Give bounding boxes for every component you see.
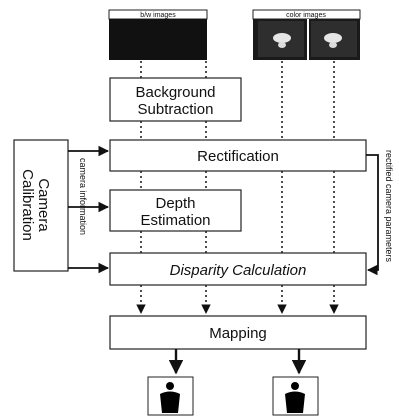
- bw-images-panel: b/w images: [108, 9, 208, 60]
- color-image-left-figure: [273, 33, 291, 43]
- color-image-right-figure: [324, 33, 342, 43]
- dotted-arrows-to-mapping: [136, 285, 339, 314]
- depth-estimation-box: [109, 189, 242, 232]
- camera-calibration-box: [13, 139, 69, 272]
- bw-images-label: b/w images: [140, 12, 176, 19]
- background-subtraction-line1: Background: [135, 84, 215, 101]
- camera-calibration-line2: Calibration: [19, 169, 36, 241]
- arrow-rectified-parameters-feedback: [366, 154, 379, 276]
- mapping-label: Mapping: [209, 325, 267, 342]
- background-subtraction-block: Background Subtraction: [109, 77, 242, 122]
- output-image-right: [272, 376, 319, 416]
- rectification-label: Rectification: [197, 148, 279, 165]
- disparity-calculation-label: Disparity Calculation: [170, 262, 307, 279]
- mapping-block: Mapping: [109, 315, 367, 350]
- dotted-data-lines: [140, 61, 335, 253]
- output-figure-left-body: [160, 391, 180, 413]
- depth-estimation-line1: Depth: [155, 195, 195, 212]
- background-subtraction-box: [109, 77, 242, 122]
- rectification-block: Rectification: [109, 139, 367, 172]
- color-image-left-figure-body: [278, 42, 286, 48]
- mapping-output-arrows: [168, 349, 307, 375]
- output-image-left: [147, 376, 194, 416]
- disparity-calculation-box: [109, 252, 367, 286]
- color-images-separator: [307, 19, 309, 60]
- bw-images-thumbnail: [109, 19, 207, 60]
- rectified-camera-parameters-label: rectified camera parameters: [384, 150, 394, 263]
- output-figure-left-head: [166, 382, 174, 390]
- camera-information-label: camera information: [78, 158, 88, 235]
- color-images-panel: color images: [252, 9, 361, 60]
- color-image-right-figure-body: [329, 42, 337, 48]
- mapping-box: [109, 315, 367, 350]
- output-figure-right-head: [291, 382, 299, 390]
- calibration-arrows: [68, 145, 110, 274]
- camera-calibration-line1: Camera: [35, 178, 52, 232]
- rectification-box: [109, 139, 367, 172]
- depth-estimation-line2: Estimation: [140, 212, 210, 229]
- camera-calibration-block: Camera Calibration: [13, 139, 69, 272]
- output-figure-right-body: [285, 391, 305, 413]
- color-images-label: color images: [286, 12, 326, 19]
- depth-estimation-block: Depth Estimation: [109, 189, 242, 232]
- disparity-calculation-block: Disparity Calculation: [109, 252, 367, 286]
- background-subtraction-line2: Subtraction: [138, 101, 214, 118]
